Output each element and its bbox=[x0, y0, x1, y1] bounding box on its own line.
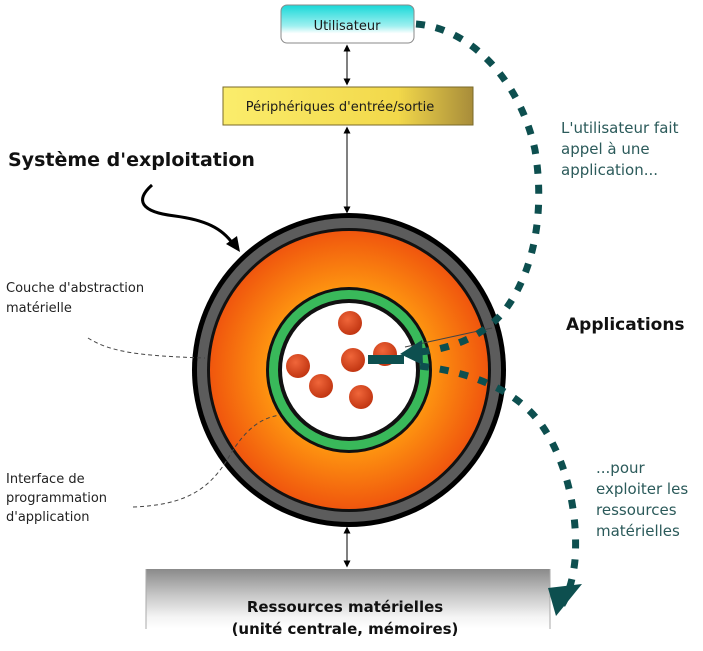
user-box bbox=[280, 4, 415, 44]
os-title-pointer bbox=[141, 183, 235, 245]
api-label-line3: d'application bbox=[6, 510, 90, 525]
api-label-line2: programmation bbox=[6, 491, 107, 506]
api-label-line1: Interface de bbox=[6, 472, 85, 487]
application-dot bbox=[341, 348, 365, 372]
os-title-pointer-head bbox=[226, 236, 240, 252]
app-to-resources-arrowhead bbox=[548, 584, 582, 616]
exploit-text-line2: exploiter les bbox=[596, 480, 688, 498]
user-label: Utilisateur bbox=[314, 19, 382, 34]
user-calls-text-line1: L'utilisateur fait bbox=[561, 119, 679, 137]
application-dot bbox=[338, 311, 362, 335]
user-to-app-arrow-tail bbox=[368, 355, 404, 364]
hal-label-line1: Couche d'abstraction bbox=[6, 281, 144, 296]
peripherals-box bbox=[222, 86, 474, 126]
resources-label-line2: (unité centrale, mémoires) bbox=[232, 620, 459, 638]
resources-node: Ressources matérielles (unité centrale, … bbox=[145, 569, 551, 638]
user-calls-text-line3: application... bbox=[561, 161, 658, 179]
app-to-resources-flow bbox=[419, 362, 580, 607]
application-dot bbox=[286, 354, 310, 378]
exploit-text-line3: ressources bbox=[596, 501, 677, 519]
user-node: Utilisateur bbox=[280, 4, 415, 44]
exploit-text-line1: ...pour bbox=[596, 459, 646, 477]
os-title: Système d'exploitation bbox=[8, 149, 255, 171]
user-calls-text-line2: appel à une bbox=[561, 140, 650, 158]
resources-box bbox=[146, 569, 550, 629]
peripherals-label: Périphériques d'entrée/sortie bbox=[246, 100, 435, 115]
user-to-app-arrowhead bbox=[400, 340, 423, 365]
hal-pointer bbox=[87, 337, 206, 359]
application-dot bbox=[309, 374, 333, 398]
resources-label-line1: Ressources matérielles bbox=[247, 598, 443, 616]
exploit-text-line4: matérielles bbox=[596, 522, 680, 540]
applications-label: Applications bbox=[566, 315, 685, 335]
hal-label-line2: matérielle bbox=[6, 301, 72, 316]
os-core bbox=[192, 213, 506, 527]
peripherals-node: Périphériques d'entrée/sortie bbox=[222, 86, 474, 126]
api-pointer bbox=[132, 414, 281, 508]
application-dot bbox=[349, 385, 373, 409]
user-to-app-flow bbox=[415, 20, 543, 356]
